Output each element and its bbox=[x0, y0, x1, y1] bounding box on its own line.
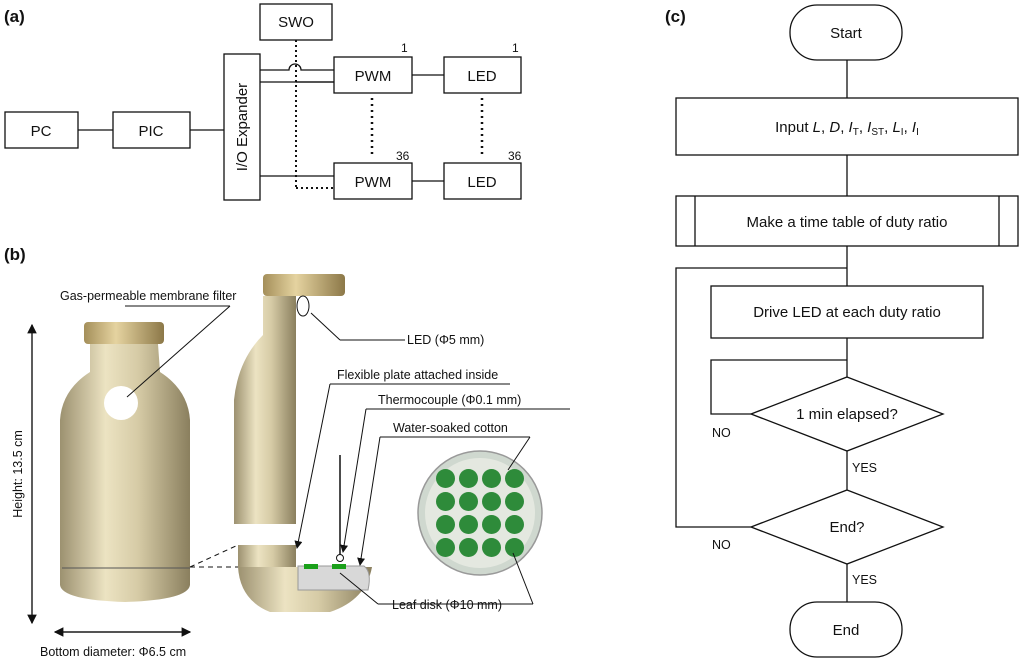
leaf-disk-2 bbox=[459, 469, 478, 488]
leaf-disk-7 bbox=[482, 492, 501, 511]
pc-label: PC bbox=[31, 123, 52, 140]
flowchart-connectors bbox=[675, 60, 848, 602]
input-label: Input L, D, IT​, IST​, LI​, II​ bbox=[775, 119, 919, 138]
flowchart bbox=[675, 4, 1019, 658]
leaf-disk-13 bbox=[436, 538, 455, 557]
leaf-disk-11 bbox=[482, 515, 501, 534]
led-label-1: LED bbox=[467, 68, 496, 85]
start-terminal bbox=[789, 4, 903, 61]
leaf-disk-15 bbox=[482, 538, 501, 557]
leaf-disk-8 bbox=[505, 492, 524, 511]
bottle-cutaway bbox=[234, 274, 372, 612]
elapsed-label: 1 min elapsed? bbox=[796, 406, 898, 423]
leaf-disks bbox=[436, 469, 524, 557]
make-table-label: Make a time table of duty ratio bbox=[747, 214, 948, 231]
leaf-disk-6 bbox=[459, 492, 478, 511]
led-label-36: LED bbox=[467, 174, 496, 191]
led-index-36: 36 bbox=[508, 149, 522, 163]
leaf-disk-9 bbox=[436, 515, 455, 534]
bottle-illustration bbox=[60, 322, 190, 602]
panel-label-c: (c) bbox=[665, 7, 686, 26]
end-label: End bbox=[833, 622, 860, 639]
yes-label-2: YES bbox=[852, 573, 877, 587]
drive-led-label: Drive LED at each duty ratio bbox=[753, 304, 941, 321]
dimension-arrows bbox=[27, 323, 192, 637]
panel-label-a: (a) bbox=[4, 7, 25, 26]
no-label-2: NO bbox=[712, 538, 731, 552]
pwm-index-36: 36 bbox=[396, 149, 410, 163]
leaf-disk-4 bbox=[505, 469, 524, 488]
io-expander-box bbox=[223, 53, 261, 201]
annotation-lines bbox=[125, 305, 570, 605]
pwm-index-1: 1 bbox=[401, 41, 408, 55]
panel-label-b: (b) bbox=[4, 245, 26, 264]
membrane-filter-label: Gas-permeable membrane filter bbox=[60, 289, 236, 303]
no-label-1: NO bbox=[712, 426, 731, 440]
leaf-disk-3 bbox=[482, 469, 501, 488]
drive-led-box bbox=[710, 285, 984, 339]
height-label: Height: 13.5 cm bbox=[11, 430, 25, 518]
pwm-label-1: PWM bbox=[355, 68, 392, 85]
input-box bbox=[675, 97, 1019, 156]
leaf-disk-1 bbox=[436, 469, 455, 488]
leaf-disk-5 bbox=[436, 492, 455, 511]
thermocouple-label: Thermocouple (Φ0.1 mm) bbox=[378, 393, 521, 407]
swo-label: SWO bbox=[278, 14, 314, 31]
make-table-box bbox=[675, 195, 1019, 247]
yes-label-1: YES bbox=[852, 461, 877, 475]
leaf-disk-label: Leaf disk (Φ10 mm) bbox=[392, 598, 502, 612]
end-question-label: End? bbox=[829, 519, 864, 536]
zoom-lines bbox=[189, 544, 239, 568]
led-index-1: 1 bbox=[512, 41, 519, 55]
cotton-label: Water-soaked cotton bbox=[393, 421, 508, 435]
bottom-diameter-label: Bottom diameter: Φ6.5 cm bbox=[40, 645, 186, 659]
led-diameter-label: LED (Φ5 mm) bbox=[407, 333, 484, 347]
leaf-disk-14 bbox=[459, 538, 478, 557]
start-label: Start bbox=[830, 25, 863, 42]
pwm-label-36: PWM bbox=[355, 174, 392, 191]
leaf-disk-10 bbox=[459, 515, 478, 534]
pic-label: PIC bbox=[138, 123, 163, 140]
flexible-plate-label: Flexible plate attached inside bbox=[337, 368, 498, 382]
petri-dish bbox=[417, 450, 543, 576]
io-expander-label: I/O Expander bbox=[234, 83, 251, 171]
block-diagram bbox=[4, 3, 522, 201]
leaf-disk-16 bbox=[505, 538, 524, 557]
end-terminal bbox=[789, 601, 903, 658]
leaf-disk-12 bbox=[505, 515, 524, 534]
